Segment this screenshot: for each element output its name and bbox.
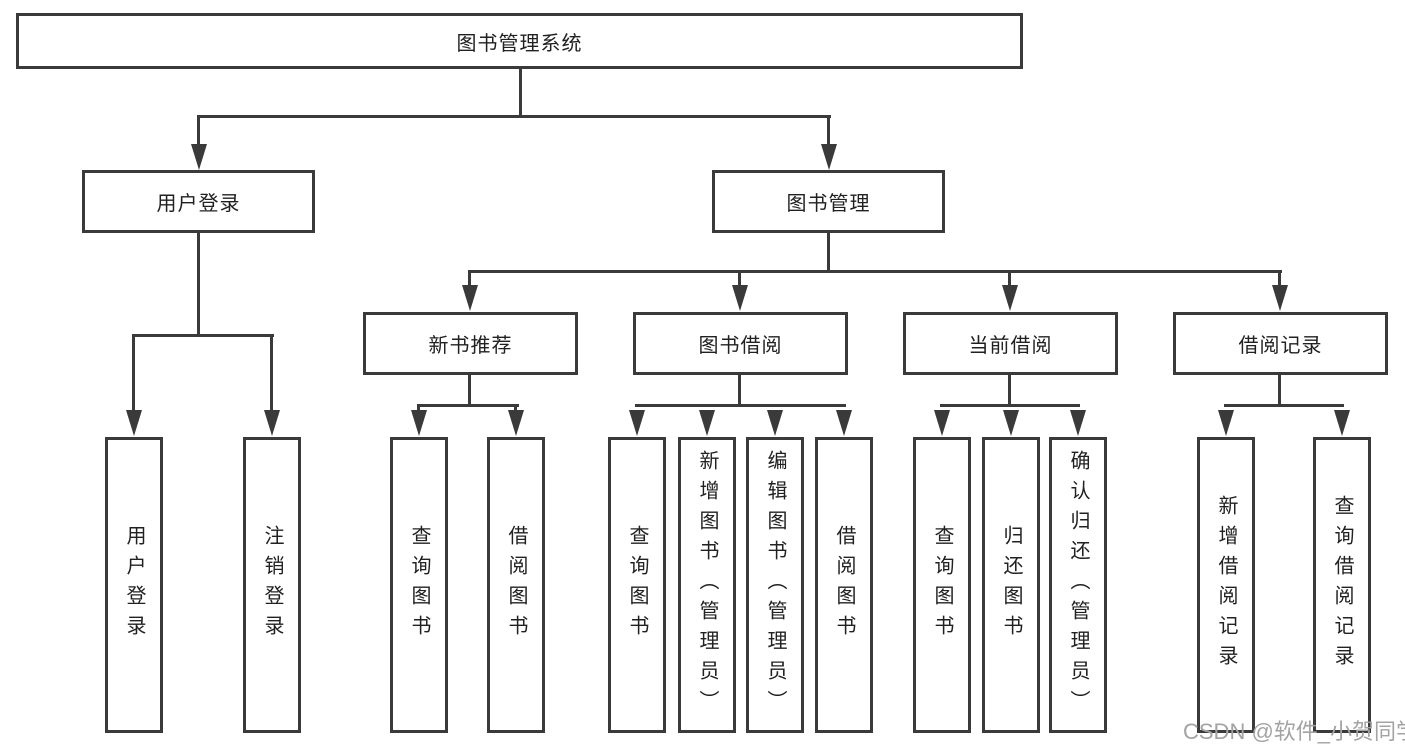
- leaf-user-login-label: 用户登录: [123, 525, 145, 645]
- leaf-query-books-borrow: 查询图书: [608, 437, 666, 733]
- connector-line: [940, 404, 1080, 407]
- leaf-query-books-current-label: 查询图书: [931, 525, 953, 645]
- connector-line: [1008, 374, 1011, 406]
- leaf-query-books-borrow-label: 查询图书: [626, 525, 648, 645]
- leaf-borrow-books-recommend: 借阅图书: [487, 437, 545, 733]
- node-root-label: 图书管理系统: [456, 32, 583, 55]
- leaf-edit-book-admin-label: 编辑图书（管理员）: [764, 450, 786, 720]
- arrow-down-icon: [462, 285, 478, 311]
- arrow-down-icon: [934, 410, 950, 436]
- node-user-login: 用户登录: [82, 170, 315, 233]
- leaf-query-books-recommend-label: 查询图书: [408, 525, 430, 645]
- connector-line: [1224, 404, 1344, 407]
- connector-line: [132, 334, 135, 411]
- arrow-down-icon: [1070, 410, 1086, 436]
- leaf-add-book-admin: 新增图书（管理员）: [678, 437, 736, 733]
- arrow-down-icon: [191, 144, 207, 170]
- arrow-down-icon: [1218, 410, 1234, 436]
- connector-line: [197, 232, 200, 335]
- connector-line: [738, 270, 741, 287]
- leaf-borrow-books-recommend-label: 借阅图书: [505, 525, 527, 645]
- connector-line: [417, 404, 519, 407]
- arrow-down-icon: [1003, 410, 1019, 436]
- leaf-add-borrow-record-label: 新增借阅记录: [1215, 495, 1237, 675]
- node-borrow-records-label: 借阅记录: [1238, 335, 1323, 357]
- leaf-add-book-admin-label: 新增图书（管理员）: [696, 450, 718, 720]
- connector-line: [827, 232, 830, 273]
- connector-line: [468, 374, 471, 406]
- connector-line: [1008, 270, 1011, 287]
- connector-line: [738, 374, 741, 406]
- connector-line: [197, 115, 200, 146]
- arrow-down-icon: [821, 144, 837, 170]
- node-current-borrow-label: 当前借阅: [968, 335, 1053, 357]
- arrow-down-icon: [629, 410, 645, 436]
- connector-line: [197, 115, 831, 118]
- node-current-borrow: 当前借阅: [903, 312, 1118, 375]
- leaf-query-borrow-record: 查询借阅记录: [1313, 437, 1371, 733]
- connector-line: [468, 270, 471, 287]
- node-root: 图书管理系统: [16, 13, 1023, 69]
- leaf-logout: 注销登录: [243, 437, 301, 733]
- node-new-books-label: 新书推荐: [428, 335, 513, 357]
- arrow-down-icon: [1272, 285, 1288, 311]
- node-new-books: 新书推荐: [363, 312, 578, 375]
- arrow-down-icon: [767, 410, 783, 436]
- leaf-logout-label: 注销登录: [261, 525, 283, 645]
- node-book-borrow-label: 图书借阅: [698, 335, 783, 357]
- leaf-query-books-recommend: 查询图书: [390, 437, 448, 733]
- leaf-add-borrow-record: 新增借阅记录: [1197, 437, 1255, 733]
- connector-line: [417, 404, 420, 414]
- arrow-down-icon: [699, 410, 715, 436]
- arrow-down-icon: [1334, 410, 1350, 436]
- connector-line: [514, 404, 517, 414]
- connector-line: [635, 404, 846, 407]
- connector-line: [270, 334, 273, 411]
- leaf-query-books-current: 查询图书: [913, 437, 971, 733]
- arrow-down-icon: [264, 410, 280, 436]
- arrow-down-icon: [836, 410, 852, 436]
- leaf-query-borrow-record-label: 查询借阅记录: [1331, 495, 1353, 675]
- arrow-down-icon: [1002, 285, 1018, 311]
- connector-line: [519, 67, 522, 118]
- node-book-mgmt-label: 图书管理: [786, 193, 871, 215]
- leaf-borrow-books-borrow-label: 借阅图书: [833, 525, 855, 645]
- arrow-down-icon: [732, 285, 748, 311]
- node-book-mgmt: 图书管理: [712, 170, 945, 233]
- arrow-down-icon: [126, 410, 142, 436]
- leaf-borrow-books-borrow: 借阅图书: [815, 437, 873, 733]
- connector-line: [1278, 270, 1281, 287]
- leaf-return-book-label: 归还图书: [1000, 525, 1022, 645]
- leaf-return-book: 归还图书: [982, 437, 1040, 733]
- connector-line: [132, 334, 274, 337]
- arrow-down-icon: [411, 410, 427, 436]
- connector-line: [827, 115, 830, 146]
- node-user-login-label: 用户登录: [156, 193, 241, 215]
- csdn-watermark: CSDN @软件_小贺同学: [1183, 719, 1405, 744]
- leaf-edit-book-admin: 编辑图书（管理员）: [746, 437, 804, 733]
- connector-line: [1278, 374, 1281, 406]
- leaf-confirm-return-admin-label: 确认归还（管理员）: [1067, 450, 1089, 720]
- arrow-down-icon: [508, 410, 524, 436]
- connector-line: [468, 270, 1282, 273]
- leaf-confirm-return-admin: 确认归还（管理员）: [1049, 437, 1107, 733]
- node-book-borrow: 图书借阅: [633, 312, 848, 375]
- node-borrow-records: 借阅记录: [1173, 312, 1388, 375]
- leaf-user-login: 用户登录: [105, 437, 163, 733]
